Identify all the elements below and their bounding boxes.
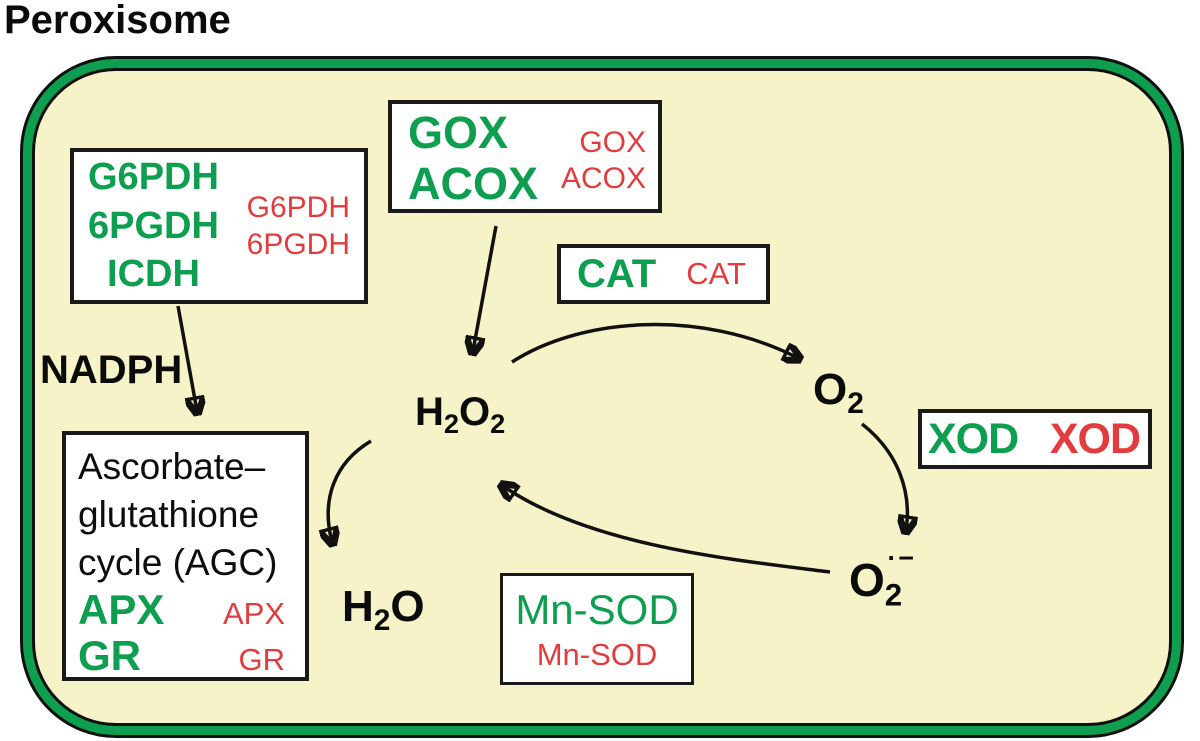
inactivated-oxidases: GOX ACOX xyxy=(561,108,646,205)
enzyme-label-mnsod-red: Mn-SOD xyxy=(536,636,658,672)
agc-title-line-1: Ascorbate– xyxy=(78,446,266,487)
active-dehydrogenases: G6PDH 6PGDH ICDH xyxy=(88,153,219,299)
h2o-part: H xyxy=(342,582,374,631)
enzyme-label-gr-red: GR xyxy=(238,642,286,678)
o2-part: O xyxy=(813,365,848,414)
h2o2-part: H xyxy=(415,390,444,434)
enzyme-label-icdh-green: ICDH xyxy=(107,253,200,296)
o2-label: O2 xyxy=(813,365,864,419)
mn-sod-box: Mn-SOD Mn-SOD xyxy=(500,573,694,685)
agc-title-line-3: cycle (AGC) xyxy=(78,542,278,584)
enzyme-label-g6pdh-red: G6PDH xyxy=(246,190,350,224)
h2o2-subscript: 2 xyxy=(443,408,460,440)
active-oxidases: GOX ACOX xyxy=(408,107,538,209)
superoxide-subscript: 2 xyxy=(884,577,903,613)
enzyme-label-xod-red: XOD xyxy=(1049,414,1141,463)
enzyme-label-xod-green: XOD xyxy=(928,414,1019,463)
enzyme-label-apx-red: APX xyxy=(222,596,285,632)
h2o-part: O xyxy=(390,582,425,631)
enzyme-label-mnsod-green: Mn-SOD xyxy=(515,585,679,633)
enzyme-label-cat-green: CAT xyxy=(577,251,657,296)
oxidase-enzymes-box: GOX ACOX GOX ACOX xyxy=(388,100,662,213)
agc-apx-row: APX APX xyxy=(78,587,295,633)
enzyme-label-apx-green: APX xyxy=(78,586,165,634)
o2-subscript: 2 xyxy=(847,386,864,420)
enzyme-label-gox-red: GOX xyxy=(579,126,646,159)
h2o-label: H2O xyxy=(342,582,425,636)
superoxide-label: O2 ·− xyxy=(849,545,914,611)
catalase-box: CAT CAT xyxy=(557,244,770,304)
h2o-subscript: 2 xyxy=(373,603,391,637)
h2o2-part: O xyxy=(459,390,491,434)
h2o2-subscript: 2 xyxy=(490,408,506,440)
ascorbate-glutathione-cycle-box: Ascorbate– glutathione cycle (AGC) APX A… xyxy=(62,431,309,681)
enzyme-label-cat-red: CAT xyxy=(686,256,746,291)
inactivated-dehydrogenases: G6PDH 6PGDH xyxy=(247,189,352,264)
diagram-title: Peroxisome xyxy=(4,0,231,42)
enzyme-label-6pgdh-green: 6PGDH xyxy=(88,204,219,247)
superoxide-radical-sign: ·− xyxy=(887,543,917,573)
agc-gr-row: GR GR xyxy=(78,633,295,679)
nadph-label: NADPH xyxy=(40,348,183,392)
enzyme-label-gox-green: GOX xyxy=(408,107,509,158)
h2o2-label: H2O2 xyxy=(415,390,505,437)
enzyme-label-g6pdh-green: G6PDH xyxy=(88,156,219,199)
enzyme-label-6pgdh-red: 6PGDH xyxy=(246,228,350,261)
xanthine-oxidase-box: XOD XOD xyxy=(918,409,1152,469)
enzyme-label-acox-red: ACOX xyxy=(560,162,646,195)
agc-title-line-2: glutathione xyxy=(78,494,260,536)
enzyme-label-acox-green: ACOX xyxy=(408,157,539,209)
dehydrogenase-enzymes-box: G6PDH 6PGDH ICDH G6PDH 6PGDH xyxy=(70,148,368,304)
superoxide-part: O xyxy=(849,554,885,606)
enzyme-label-gr-green: GR xyxy=(78,632,141,680)
